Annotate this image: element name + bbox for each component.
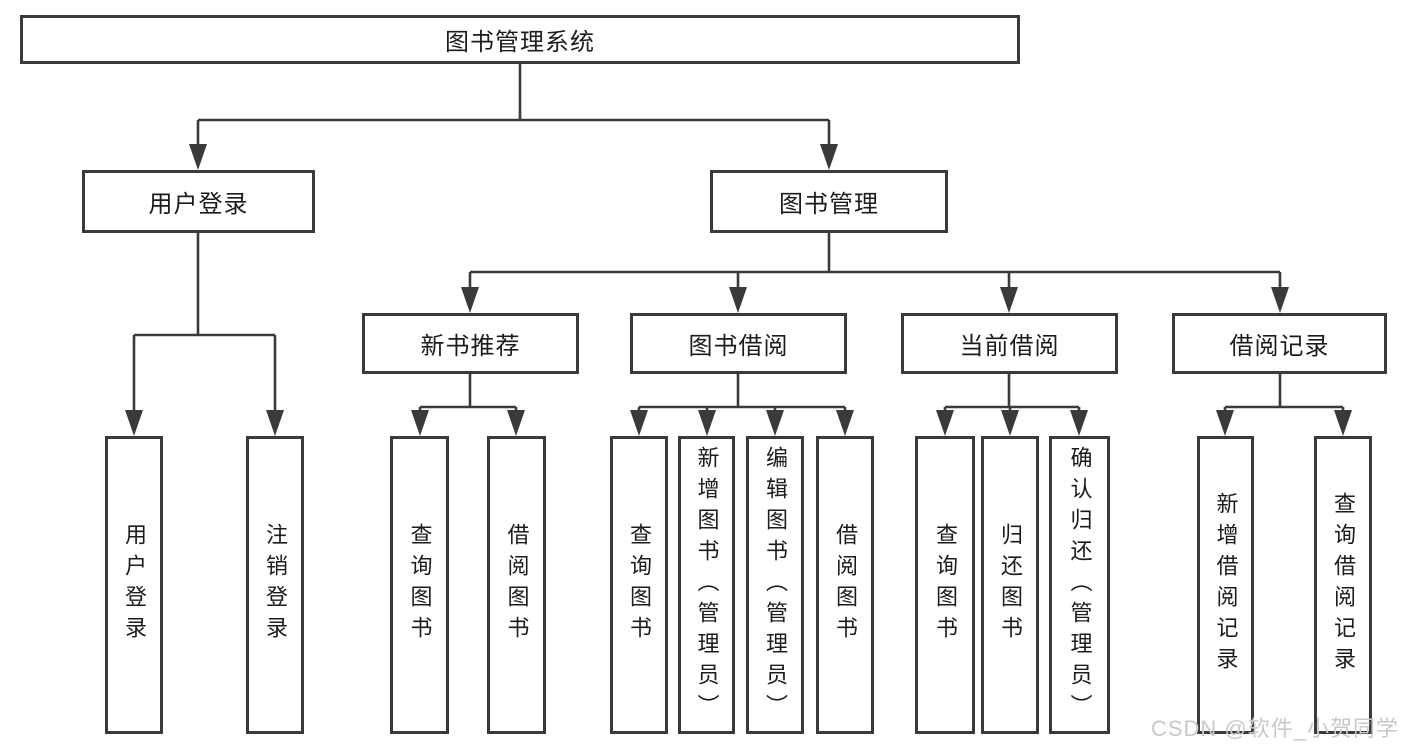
node-add-borrow-record: 新增借阅记录 — [1197, 436, 1254, 734]
node-logout-action: 注销登录 — [246, 436, 304, 734]
node-book-management: 图书管理 — [710, 170, 948, 233]
node-confirm-return-admin: 确认归还（管理员） — [1049, 436, 1110, 734]
arrowhead — [1001, 410, 1019, 436]
node-label: 新增借阅记录 — [1213, 492, 1239, 678]
connector-user-login-to-leaves — [132, 233, 277, 414]
node-label: 查询图书 — [407, 523, 433, 647]
node-query-books-borrowing: 查询图书 — [610, 436, 668, 734]
arrowhead — [125, 410, 143, 436]
node-label: 图书管理 — [779, 191, 879, 218]
arrowhead — [936, 410, 954, 436]
arrowhead — [1000, 287, 1018, 313]
node-query-borrow-record: 查询借阅记录 — [1314, 436, 1372, 734]
node-label: 借阅记录 — [1229, 333, 1330, 360]
node-current-borrowing: 当前借阅 — [901, 313, 1118, 374]
node-new-book-recommendation: 新书推荐 — [362, 313, 579, 374]
node-query-books-recommend: 查询图书 — [390, 436, 449, 734]
node-return-book: 归还图书 — [981, 436, 1039, 734]
node-label: 图书借阅 — [688, 333, 789, 360]
arrowhead — [729, 287, 747, 313]
node-label: 当前借阅 — [959, 333, 1060, 360]
node-label: 新书推荐 — [420, 333, 521, 360]
node-borrow-books-recommend: 借阅图书 — [487, 436, 546, 734]
node-label: 注销登录 — [263, 523, 288, 647]
node-label: 查询图书 — [933, 523, 958, 647]
arrowhead — [507, 410, 525, 436]
node-label: 确认归还（管理员） — [1067, 445, 1093, 725]
arrowhead — [1334, 410, 1352, 436]
connector-borrowing-records-to-leaves — [1223, 374, 1345, 414]
node-user-login: 用户登录 — [82, 170, 315, 233]
node-label: 图书管理系统 — [445, 29, 595, 56]
arrowhead — [189, 144, 207, 170]
connector-current-borrowing-to-leaves — [943, 374, 1081, 414]
node-edit-book-admin: 编辑图书（管理员） — [746, 436, 804, 734]
connector-new-book-recommendation-to-leaves — [418, 374, 518, 414]
node-borrow-books-borrowing: 借阅图书 — [816, 436, 874, 734]
arrowhead — [698, 410, 716, 436]
arrowhead — [1216, 410, 1234, 436]
node-label: 查询图书 — [627, 523, 652, 647]
arrowhead — [1070, 410, 1088, 436]
node-user-login-action: 用户登录 — [105, 436, 163, 734]
node-label: 编辑图书（管理员） — [763, 445, 788, 725]
csdn-watermark: CSDN @软件_小贺同学 — [1150, 716, 1399, 741]
node-query-books-current: 查询图书 — [915, 436, 975, 734]
node-system-root: 图书管理系统 — [20, 15, 1020, 64]
connector-book-management-to-modules — [468, 233, 1282, 291]
node-label: 借阅图书 — [504, 523, 530, 647]
node-label: 用户登录 — [122, 523, 147, 647]
arrowhead — [630, 410, 648, 436]
node-label: 用户登录 — [148, 191, 249, 218]
node-book-borrowing: 图书借阅 — [630, 313, 847, 374]
node-label: 查询借阅记录 — [1331, 492, 1356, 678]
connector-root-to-branches — [196, 64, 831, 148]
node-label: 归还图书 — [998, 523, 1023, 647]
arrowhead — [1271, 287, 1289, 313]
node-add-book-admin: 新增图书（管理员） — [678, 436, 735, 734]
node-borrowing-records: 借阅记录 — [1172, 313, 1387, 374]
node-label: 借阅图书 — [833, 523, 858, 647]
arrowhead — [461, 287, 479, 313]
arrowhead — [836, 410, 854, 436]
arrowhead — [820, 144, 838, 170]
connector-book-borrowing-to-leaves — [637, 374, 847, 414]
arrowhead — [411, 410, 429, 436]
arrowhead — [266, 410, 284, 436]
arrowhead — [766, 410, 784, 436]
node-label: 新增图书（管理员） — [694, 445, 720, 725]
